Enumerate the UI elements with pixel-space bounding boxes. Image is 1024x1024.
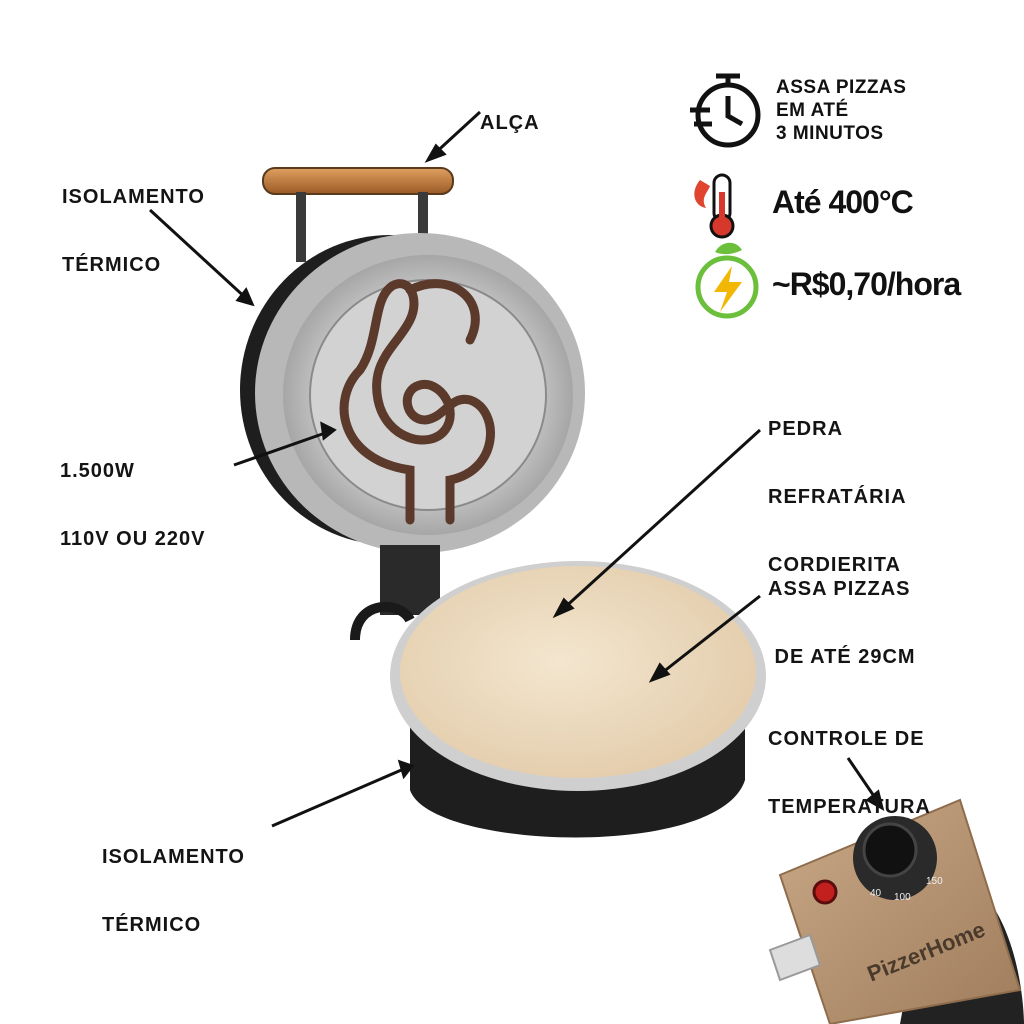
dial-mark: 40 [870, 888, 882, 899]
dial-mark: 100 [894, 892, 911, 903]
label-pedra-line1: PEDRA [768, 418, 844, 440]
label-isolamento-bottom: ISOLAMENTO TÉRMICO [102, 806, 245, 976]
temperature-knob [862, 822, 918, 878]
thermometer-flame-icon [694, 173, 735, 239]
label-potencia: 1.500W 110V OU 220V [60, 420, 205, 590]
pizza-stone [400, 566, 756, 778]
feature-tempo: ASSA PIZZAS EM ATÉ 3 MINUTOS [776, 76, 906, 145]
handle [262, 167, 454, 262]
label-isolamento-bottom-line2: TÉRMICO [102, 914, 202, 936]
arrows [148, 110, 885, 828]
label-pedra-line2: REFRATÁRIA [768, 486, 907, 508]
feature-custo-text: ~R$0,70/hora [772, 266, 961, 302]
feature-temperatura: Até 400°C [772, 184, 914, 221]
label-assa-tamanho-line1: ASSA PIZZAS [768, 578, 911, 600]
hinge [350, 545, 440, 641]
feature-temperatura-text: Até 400°C [772, 184, 914, 220]
label-pedra-line3: CORDIERITA [768, 554, 901, 576]
feature-tempo-line3: 3 MINUTOS [776, 123, 884, 144]
heating-element [339, 279, 495, 525]
label-isolamento-top-line2: TÉRMICO [62, 254, 162, 276]
label-potencia-line2: 110V OU 220V [60, 528, 206, 550]
lid [240, 233, 585, 553]
label-assa-tamanho: ASSA PIZZAS DE ATÉ 29CM [768, 538, 916, 708]
label-isolamento-top-line1: ISOLAMENTO [62, 186, 205, 208]
dial-marks: 40 100 150 [870, 876, 943, 903]
feature-tempo-line2: EM ATÉ [776, 100, 849, 121]
power-light [812, 879, 838, 905]
control-panel [768, 798, 1024, 1024]
label-isolamento-top: ISOLAMENTO TÉRMICO [62, 146, 205, 316]
feature-tempo-line1: ASSA PIZZAS [776, 77, 907, 98]
stopwatch-icon [690, 73, 761, 148]
eco-energy-icon [695, 242, 759, 319]
label-pedra: PEDRA REFRATÁRIA CORDIERITA [768, 378, 907, 616]
label-controle: CONTROLE DE TEMPERATURA [768, 688, 931, 858]
label-assa-tamanho-line2: DE ATÉ 29CM [768, 646, 916, 668]
base [390, 561, 766, 838]
label-potencia-line1: 1.500W [60, 460, 135, 482]
feature-custo: ~R$0,70/hora [772, 266, 961, 303]
label-controle-line1: CONTROLE DE [768, 728, 925, 750]
label-alca: ALÇA [480, 72, 540, 174]
dial-mark: 150 [926, 876, 943, 887]
label-controle-line2: TEMPERATURA [768, 796, 931, 818]
label-isolamento-bottom-line1: ISOLAMENTO [102, 846, 245, 868]
label-alca-text: ALÇA [480, 112, 540, 134]
